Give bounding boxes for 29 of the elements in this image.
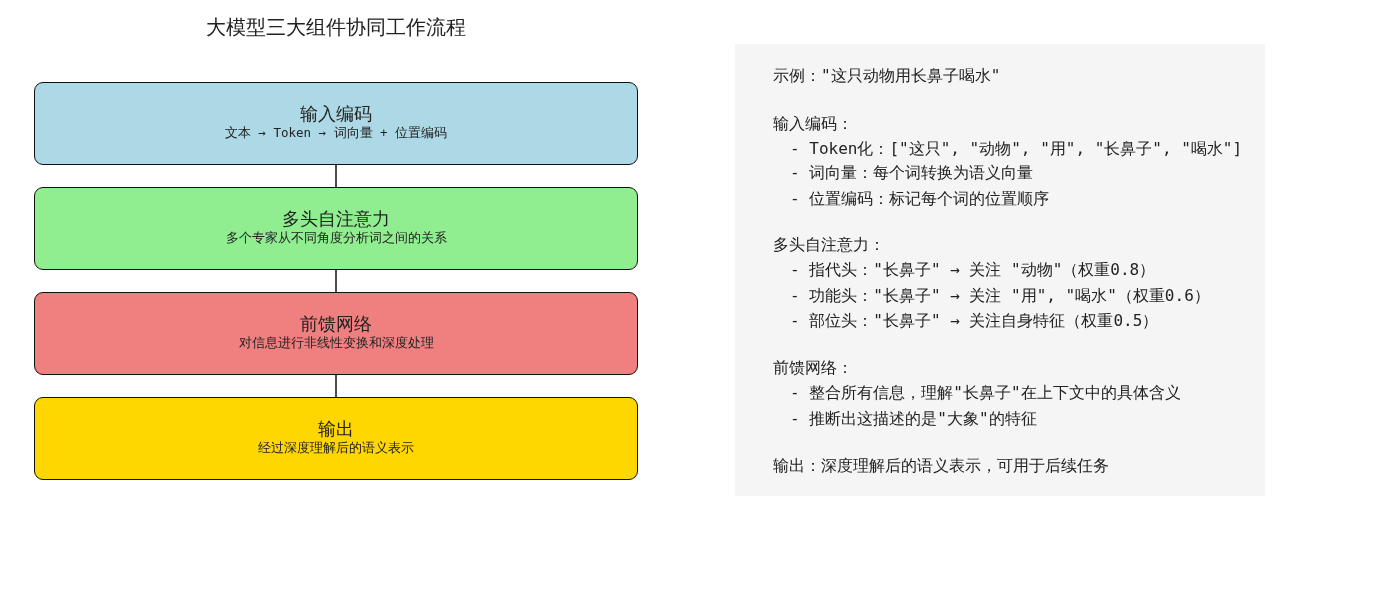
section-heading: 前馈网络： xyxy=(773,357,853,379)
box-title: 多头自注意力 xyxy=(282,208,390,229)
box-title: 输入编码 xyxy=(300,103,372,124)
process-box xyxy=(34,187,638,270)
process-box xyxy=(34,292,638,375)
connector-line xyxy=(335,374,337,398)
bullet-item: - 指代头："长鼻子" → 关注 "动物"（权重0.8） xyxy=(790,259,1156,281)
connector-line xyxy=(335,164,337,188)
connector-line xyxy=(335,269,337,293)
bullet-item: - 位置编码：标记每个词的位置顺序 xyxy=(790,188,1050,210)
bullet-item: - 整合所有信息，理解"长鼻子"在上下文中的具体含义 xyxy=(790,382,1181,404)
box-title: 前馈网络 xyxy=(300,313,372,334)
box-subtitle: 经过深度理解后的语义表示 xyxy=(258,440,414,455)
example-text: 示例："这只动物用长鼻子喝水" xyxy=(773,65,1001,87)
bullet-item: - 功能头："长鼻子" → 关注 "用", "喝水"（权重0.6） xyxy=(790,285,1210,307)
diagram-title: 大模型三大组件协同工作流程 xyxy=(205,14,467,40)
bullet-item: - 部位头："长鼻子" → 关注自身特征（权重0.5） xyxy=(790,310,1159,332)
section-heading: 多头自注意力： xyxy=(773,234,885,256)
box-subtitle: 多个专家从不同角度分析词之间的关系 xyxy=(225,230,447,245)
box-subtitle: 对信息进行非线性变换和深度处理 xyxy=(238,335,434,350)
bullet-item: - 词向量：每个词转换为语义向量 xyxy=(790,162,1034,184)
process-box xyxy=(34,82,638,165)
bullet-item: - Token化：["这只", "动物", "用", "长鼻子", "喝水"] xyxy=(790,138,1243,160)
box-subtitle: 文本 → Token → 词向量 + 位置编码 xyxy=(224,125,448,140)
section-heading: 输入编码： xyxy=(773,113,853,135)
box-title: 输出 xyxy=(318,418,354,439)
bullet-item: - 推断出这描述的是"大象"的特征 xyxy=(790,408,1037,430)
process-box xyxy=(34,397,638,480)
summary-text: 输出：深度理解后的语义表示，可用于后续任务 xyxy=(773,455,1109,477)
